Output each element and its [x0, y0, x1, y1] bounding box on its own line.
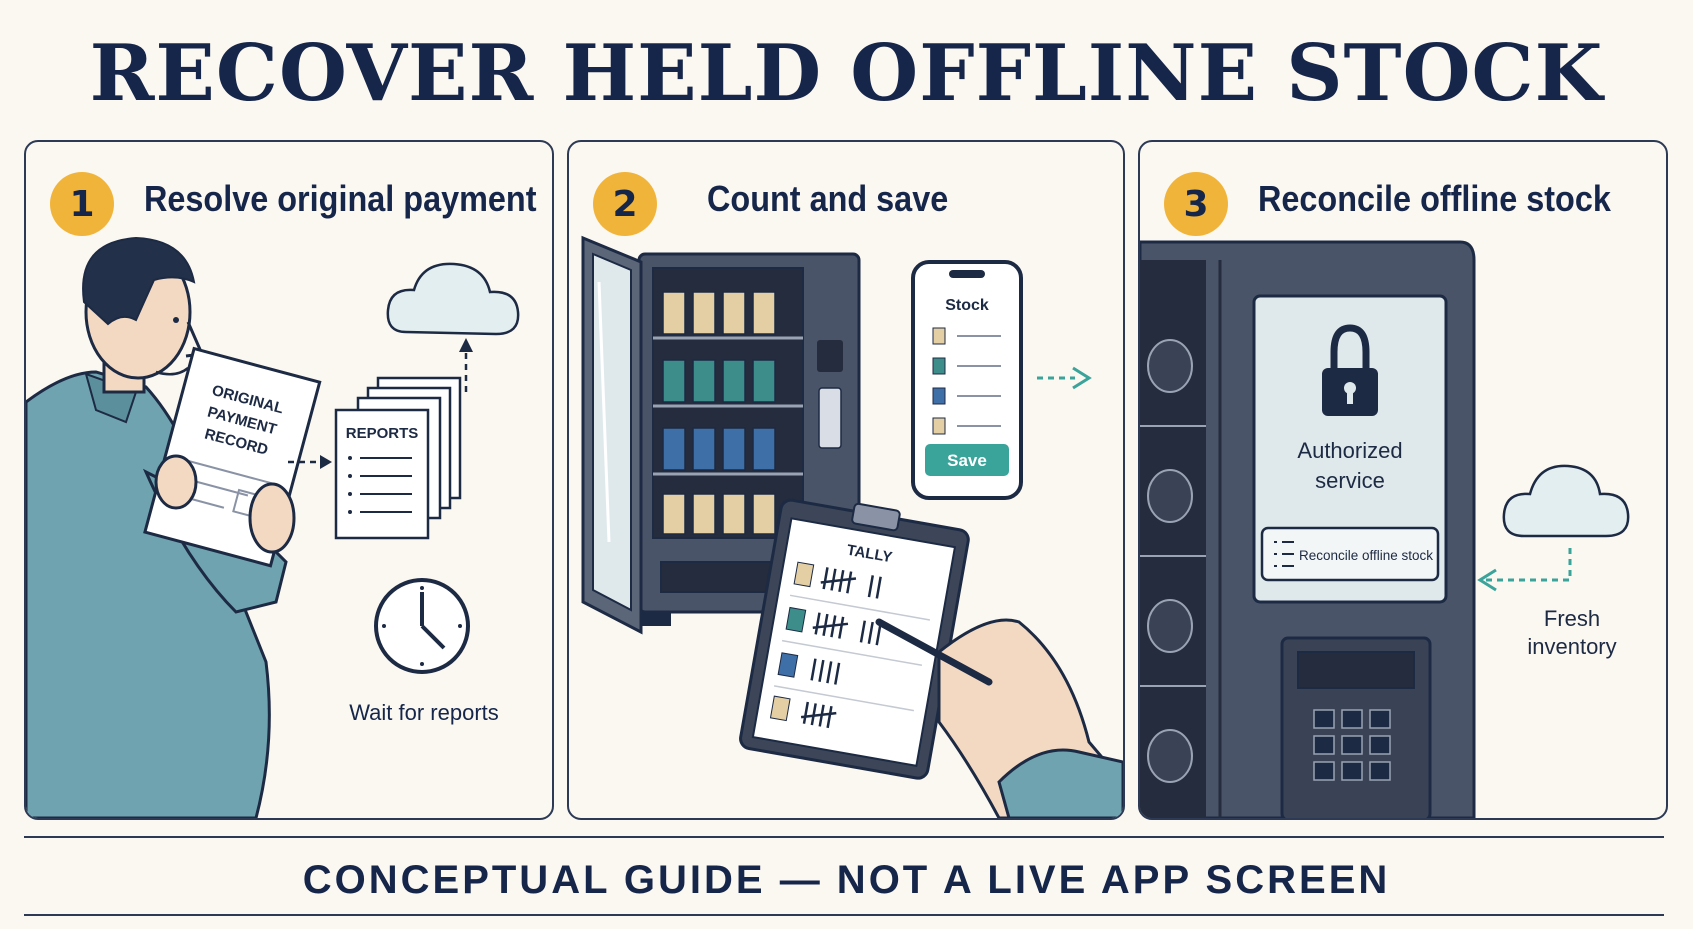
step-number-badge: 1 [50, 172, 114, 236]
cloud-label-line-2: inventory [1527, 634, 1616, 659]
footer-divider-bottom [24, 914, 1664, 916]
step-panel-3: 3 Reconcile offline stock [1138, 140, 1668, 820]
wait-for-reports-label: Wait for reports [349, 700, 499, 725]
hand-with-pen [875, 618, 1123, 818]
step-title: Resolve original payment [144, 178, 537, 219]
screen-line-2: service [1315, 468, 1385, 493]
left-hand [154, 454, 198, 510]
footer-divider-top [24, 836, 1664, 838]
clock-icon [374, 578, 470, 674]
reconcile-offline-stock-button[interactable] [1260, 526, 1440, 582]
page-title: RECOVER HELD OFFLINE STOCK [89, 28, 1604, 119]
tally-clipboard: TALLY [739, 498, 970, 780]
step-number-badge: 2 [593, 172, 657, 236]
cloud-icon [1502, 464, 1630, 538]
cloud-icon [386, 262, 520, 336]
step-number-badge: 3 [1164, 172, 1228, 236]
step-3-illustration: Authorized service Reconcile offline sto… [1140, 240, 1630, 818]
footer-disclaimer: CONCEPTUAL GUIDE — NOT A LIVE APP SCREEN [302, 858, 1391, 902]
phone-save-label: Save [947, 451, 987, 470]
person-illustration [26, 236, 288, 818]
phone-save-button[interactable] [925, 444, 1009, 476]
reports-label: REPORTS [346, 425, 419, 442]
step-2-illustration: Stock TALLY [581, 235, 1123, 818]
cloud-label-line-1: Fresh [1544, 606, 1600, 631]
step-title: Count and save [707, 178, 949, 219]
keypad [1313, 709, 1391, 781]
reports-stack: REPORTS [334, 376, 462, 540]
right-hand [248, 482, 296, 554]
reconcile-button-label: Reconcile offline stock [1299, 548, 1433, 563]
screen-line-1: Authorized [1297, 438, 1402, 463]
list-icon [1274, 541, 1294, 567]
vending-machine [1140, 240, 1476, 818]
phone-stock-title: Stock [945, 297, 989, 314]
step-panel-2: 2 Count and save [567, 140, 1125, 820]
step-1-illustration: ORIGINAL PAYMENT RECORD REPORTS [26, 236, 520, 818]
phone-stock-app: Stock [911, 260, 1023, 500]
step-panel-1: 1 Resolve original payment ORIGINAL PAYM… [24, 140, 554, 820]
step-title: Reconcile offline stock [1258, 178, 1611, 219]
